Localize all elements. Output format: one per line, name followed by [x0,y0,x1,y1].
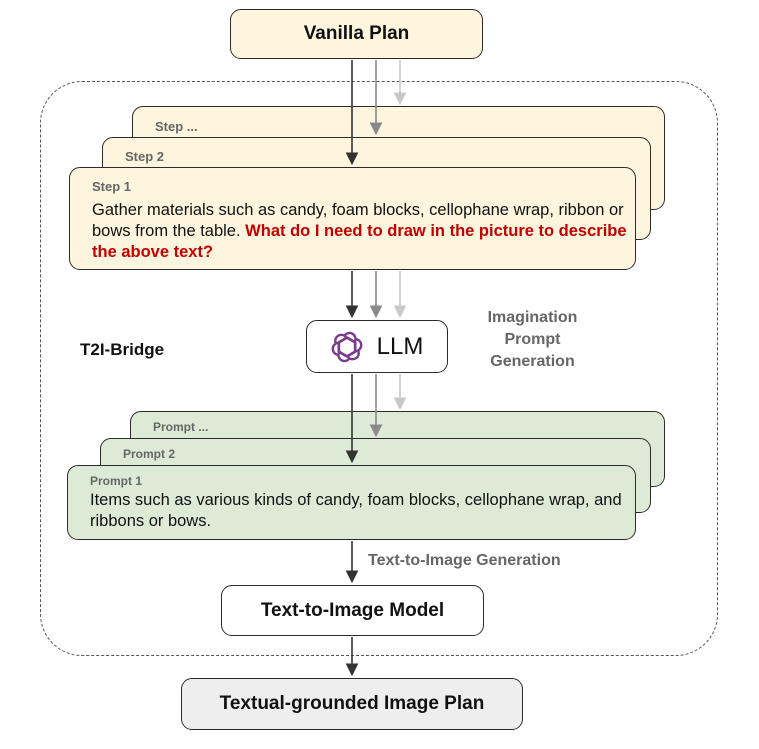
t2i-bridge-label: T2I-Bridge [80,340,165,359]
prompt2-label: Prompt 2 [123,447,176,461]
step2-label: Step 2 [125,149,165,164]
llm-box: LLM [306,320,448,373]
step1-card: Step 1 Gather materials such as candy, f… [69,167,636,270]
image-plan-output-label: Textual-grounded Image Plan [219,693,485,714]
imagination-prompt-generation-label: Imagination Prompt Generation [470,307,595,373]
step1-body: Gather materials such as candy, foam blo… [92,200,627,263]
t2i-generation-label: Text-to-Image Generation [368,552,561,569]
prompt1-body: Items such as various kinds of candy, fo… [90,491,622,530]
t2i-bridge-container [40,81,718,656]
image-plan-output-box: Textual-grounded Image Plan [181,678,523,730]
t2i-model-label: Text-to-Image Model [260,599,445,621]
imagination-line-2: Prompt [504,331,561,348]
vanilla-plan-label: Vanilla Plan [303,23,410,44]
t2i-model-box: Text-to-Image Model [221,585,484,636]
step1-text: Gather materials such as candy, foam blo… [92,201,624,240]
step1-label: Step 1 [92,179,132,194]
openai-logo-icon [331,331,363,362]
prompt1-card: Prompt 1 Items such as various kinds of … [67,465,636,540]
prompt-more-label: Prompt ... [153,420,209,434]
imagination-line-3: Generation [490,353,575,370]
imagination-line-1: Imagination [487,309,578,326]
vanilla-plan-box: Vanilla Plan [230,9,483,59]
step1-question: What do I need to draw in the picture to… [92,222,627,261]
step-more-label: Step ... [155,119,198,134]
prompt1-label: Prompt 1 [90,474,143,488]
llm-label: LLM [376,332,424,360]
